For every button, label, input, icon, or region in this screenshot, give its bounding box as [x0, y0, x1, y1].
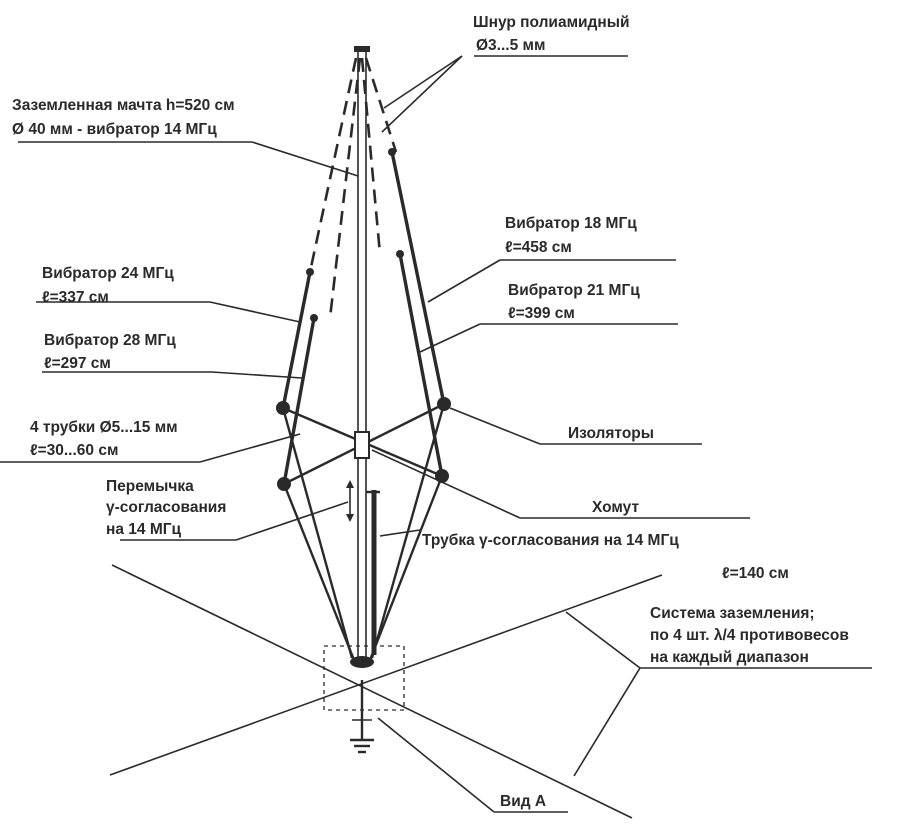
radial-line [111, 564, 633, 819]
ground-label-line1: Система заземления; [650, 605, 815, 622]
cord-label-line1: Шнур полиамидный [473, 14, 630, 31]
vib18-label-line2: ℓ=458 см [505, 239, 572, 256]
leader-lines [0, 55, 872, 813]
mast-label-line2: Ø 40 мм - вибратор 14 МГц [12, 121, 217, 138]
vib24-label-line1: Вибратор 24 МГц [42, 265, 174, 282]
ground-label-line3: на каждый диапазон [650, 649, 809, 666]
vibrator-18mhz [370, 148, 446, 659]
jumper-label-line2: γ-согласования [106, 499, 226, 516]
insulators-label: Изоляторы [568, 425, 654, 442]
vibrator-24mhz [281, 268, 354, 659]
mast-label-line1: Заземленная мачта h=520 см [12, 97, 235, 114]
gamma-tube [346, 480, 380, 655]
vib21-label-line2: ℓ=399 см [508, 305, 575, 322]
labels: Шнур полиамидный Ø3...5 мм Заземленная м… [12, 14, 849, 810]
insulators [276, 397, 451, 491]
mast [350, 46, 374, 754]
tubes-label-line2: ℓ=30...60 см [30, 442, 118, 459]
vib28-label-line1: Вибратор 28 МГц [44, 332, 176, 349]
vib18-label-line1: Вибратор 18 МГц [505, 215, 637, 232]
vib24-label-line2: ℓ=337 см [42, 289, 109, 306]
cord-label-line2: Ø3...5 мм [476, 37, 545, 54]
vibrator-21mhz [368, 250, 444, 661]
tubes-label-line1: 4 трубки Ø5...15 мм [30, 419, 178, 436]
ground-label-line2: по 4 шт. λ/4 противовесов [650, 627, 849, 644]
clamp [354, 431, 370, 459]
vib21-label-line1: Вибратор 21 МГц [508, 282, 640, 299]
view-a-label: Вид А [500, 793, 546, 810]
nylon-cords [308, 57, 398, 319]
base-feed [350, 656, 374, 668]
jumper-label-line3: на 14 МГц [106, 521, 182, 538]
gamma-tube-label-line1: Трубка γ-согласования на 14 МГц [422, 532, 679, 549]
gamma-tube-label-line2: ℓ=140 см [722, 565, 789, 582]
ground-radials [109, 564, 663, 819]
vibrator-28mhz [282, 314, 356, 661]
radial-line [109, 574, 663, 776]
view-a-box [323, 645, 405, 711]
clamp-label: Хомут [592, 499, 639, 516]
vib28-label-line2: ℓ=297 см [44, 355, 111, 372]
jumper-label-line1: Перемычка [106, 478, 194, 495]
